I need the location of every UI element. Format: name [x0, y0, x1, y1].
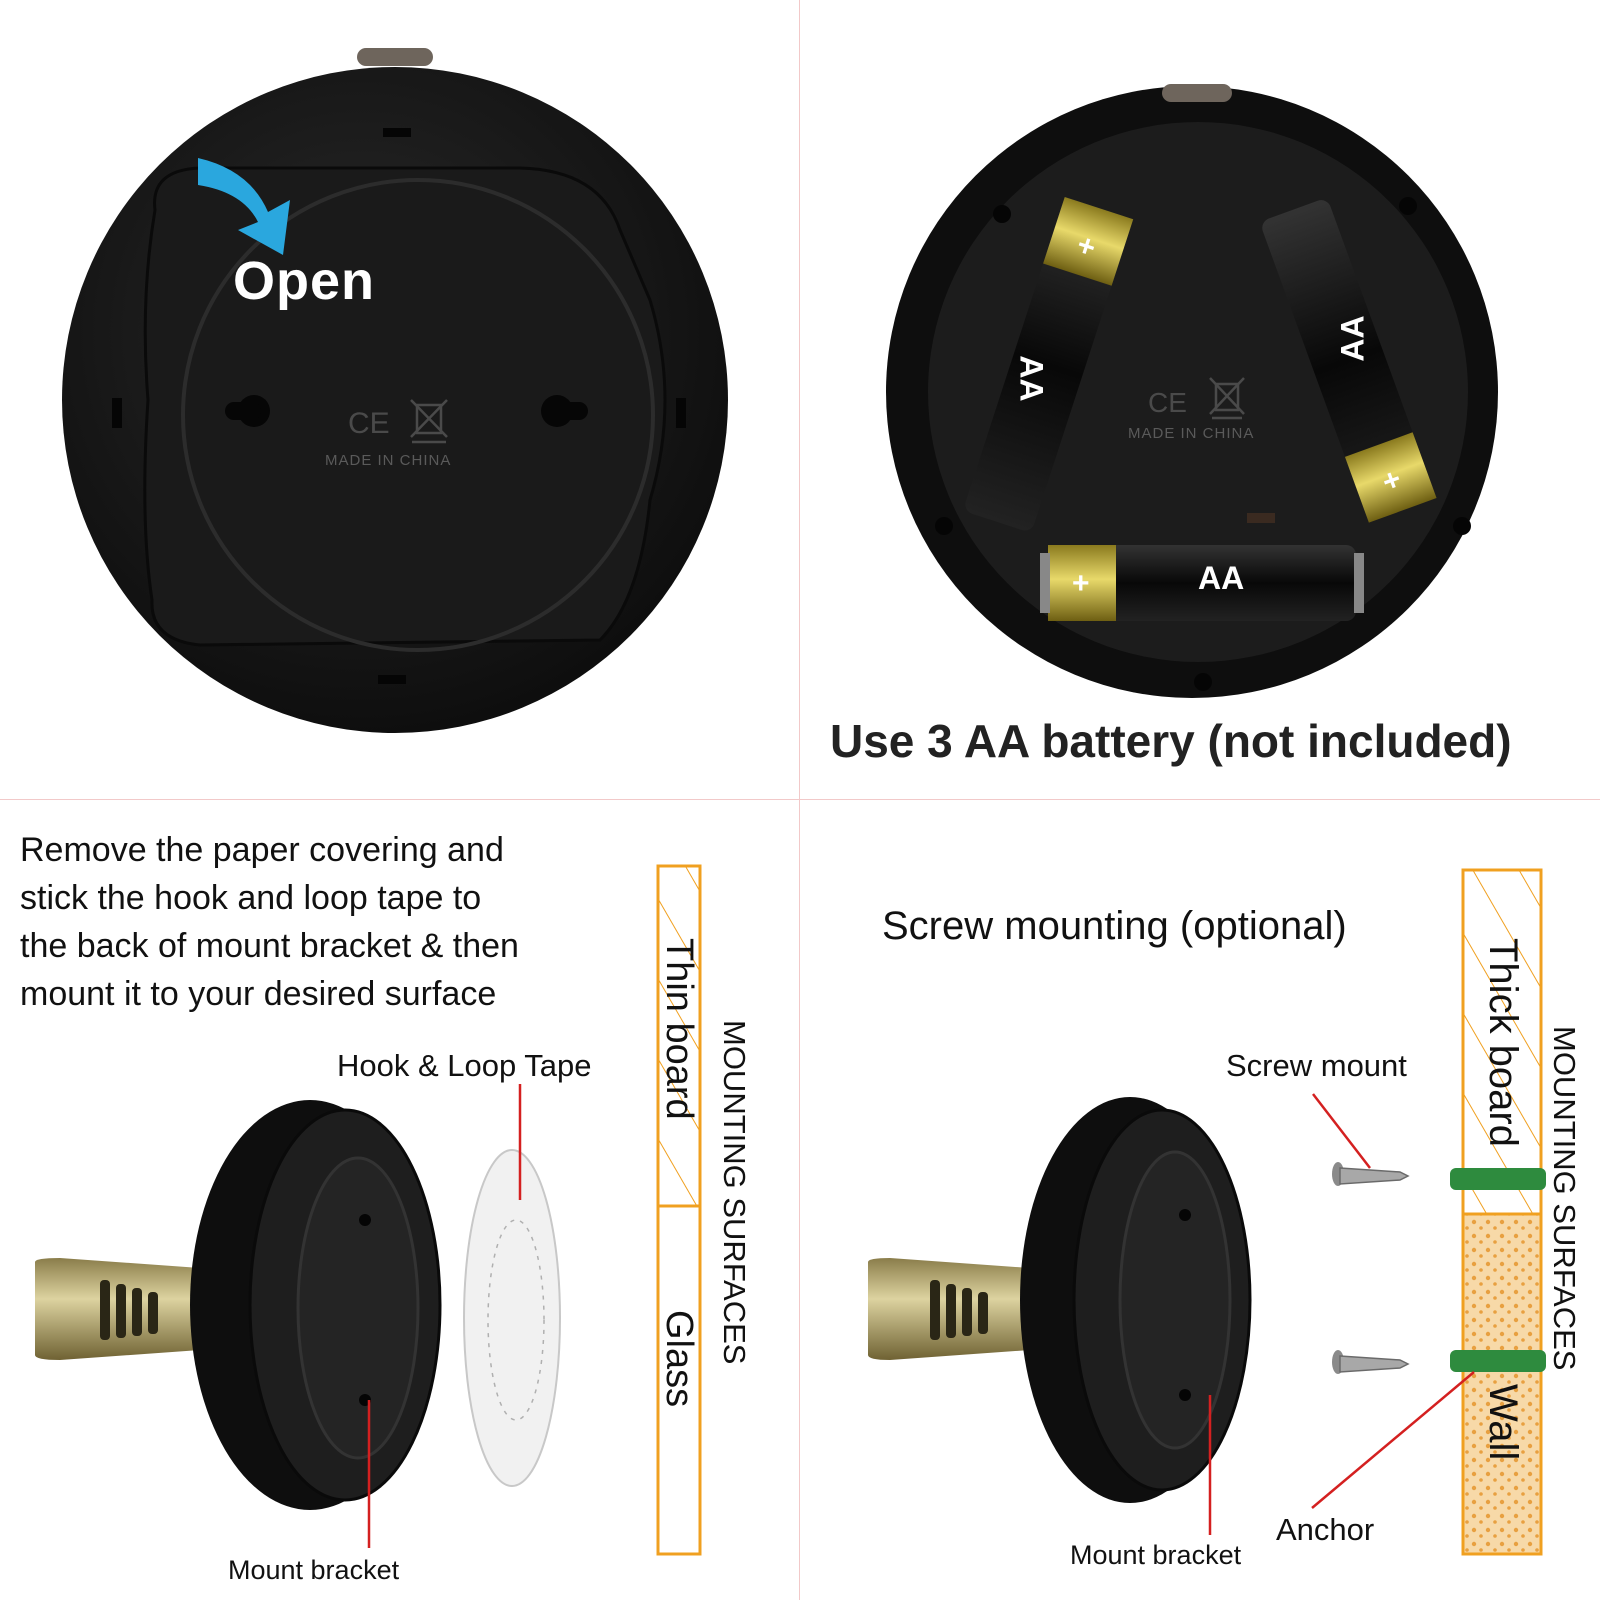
- battery-label-bottom: AA: [1198, 560, 1245, 596]
- surface-thick-board-label: Thick board: [1481, 938, 1525, 1147]
- screw-icon: [1332, 1162, 1410, 1186]
- screw-hole: [1453, 517, 1471, 535]
- vent-slots: [100, 1280, 158, 1340]
- instruction-line: mount it to your desired surface: [20, 975, 497, 1013]
- screw-hole: [935, 517, 953, 535]
- slot-bottom: [378, 675, 406, 684]
- weee-bin-icon: [1209, 377, 1245, 420]
- hook-loop-tape: [463, 1149, 561, 1487]
- screw-icon: [1332, 1350, 1410, 1374]
- battery-left: +: [965, 196, 1134, 531]
- battery-bottom: +: [1040, 545, 1364, 621]
- mount-bracket-plate: [296, 1156, 420, 1460]
- screw-hole: [1399, 197, 1417, 215]
- mounting-surfaces-title: MOUNTING SURFACES: [1547, 1026, 1582, 1371]
- thin-board-strip: [656, 864, 702, 1208]
- instruction-line: stick the hook and loop tape to: [20, 879, 482, 917]
- contact-slot: [1247, 513, 1275, 523]
- hook-loop-illustration: [35, 864, 702, 1556]
- anchor-icon: [1450, 1350, 1546, 1372]
- made-in-china-marking: MADE IN CHINA: [1128, 425, 1255, 442]
- screw-leader-line: [1312, 1093, 1371, 1169]
- anchor-icon: [1450, 1168, 1546, 1190]
- tape-label: Hook & Loop Tape: [337, 1048, 592, 1083]
- made-in-china-marking: MADE IN CHINA: [325, 452, 452, 469]
- slot-left: [112, 398, 122, 428]
- screw-mount-label: Screw mount: [1226, 1048, 1407, 1083]
- keyhole: [359, 1214, 371, 1226]
- back-cover-illustration: CE: [62, 48, 728, 733]
- battery-caption: Use 3 AA battery (not included): [830, 715, 1512, 767]
- battery-cover: [143, 166, 667, 647]
- top-button: [357, 48, 433, 66]
- instructions-text: Remove the paper covering and stick the …: [20, 826, 620, 1018]
- keyhole: [1179, 1209, 1191, 1221]
- glass-strip: [656, 1204, 702, 1556]
- slot-top: [383, 128, 411, 137]
- keyhole: [1179, 1389, 1191, 1401]
- thick-board-strip: [1461, 868, 1543, 1216]
- tape-print: [487, 1219, 545, 1421]
- anchor-label: Anchor: [1276, 1512, 1375, 1547]
- mount-bracket-plate: [1118, 1150, 1232, 1450]
- horizontal-divider: [0, 799, 1600, 800]
- vertical-divider: [799, 0, 800, 1600]
- instruction-line: Remove the paper covering and: [20, 831, 504, 869]
- battery-right: +: [1262, 200, 1437, 523]
- keyhole-right: [541, 395, 588, 427]
- vent-slots: [930, 1280, 988, 1340]
- screw-mounting-title: Screw mounting (optional): [882, 904, 1347, 948]
- wall-strip: [1461, 1212, 1543, 1556]
- cover-ring: [181, 178, 655, 652]
- battery-illustration: + + + CE: [886, 84, 1498, 698]
- slot-right: [676, 398, 686, 428]
- weee-bin-icon: [410, 399, 448, 444]
- open-label: Open: [233, 251, 376, 311]
- bracket-label: Mount bracket: [228, 1555, 400, 1585]
- ce-mark: CE: [1148, 387, 1187, 418]
- screw-hole: [1194, 673, 1212, 691]
- keyhole-left: [225, 395, 270, 427]
- ce-mark: CE: [348, 407, 390, 440]
- surface-wall-label: Wall: [1481, 1384, 1525, 1461]
- open-arrow-icon: [198, 158, 290, 255]
- screw-hole: [993, 205, 1011, 223]
- top-button: [1162, 84, 1232, 102]
- anchor-leader-line: [1311, 1371, 1475, 1509]
- bracket-label: Mount bracket: [1070, 1540, 1242, 1570]
- svg-text:+: +: [1072, 567, 1090, 600]
- instruction-line: the back of mount bracket & then: [20, 927, 519, 965]
